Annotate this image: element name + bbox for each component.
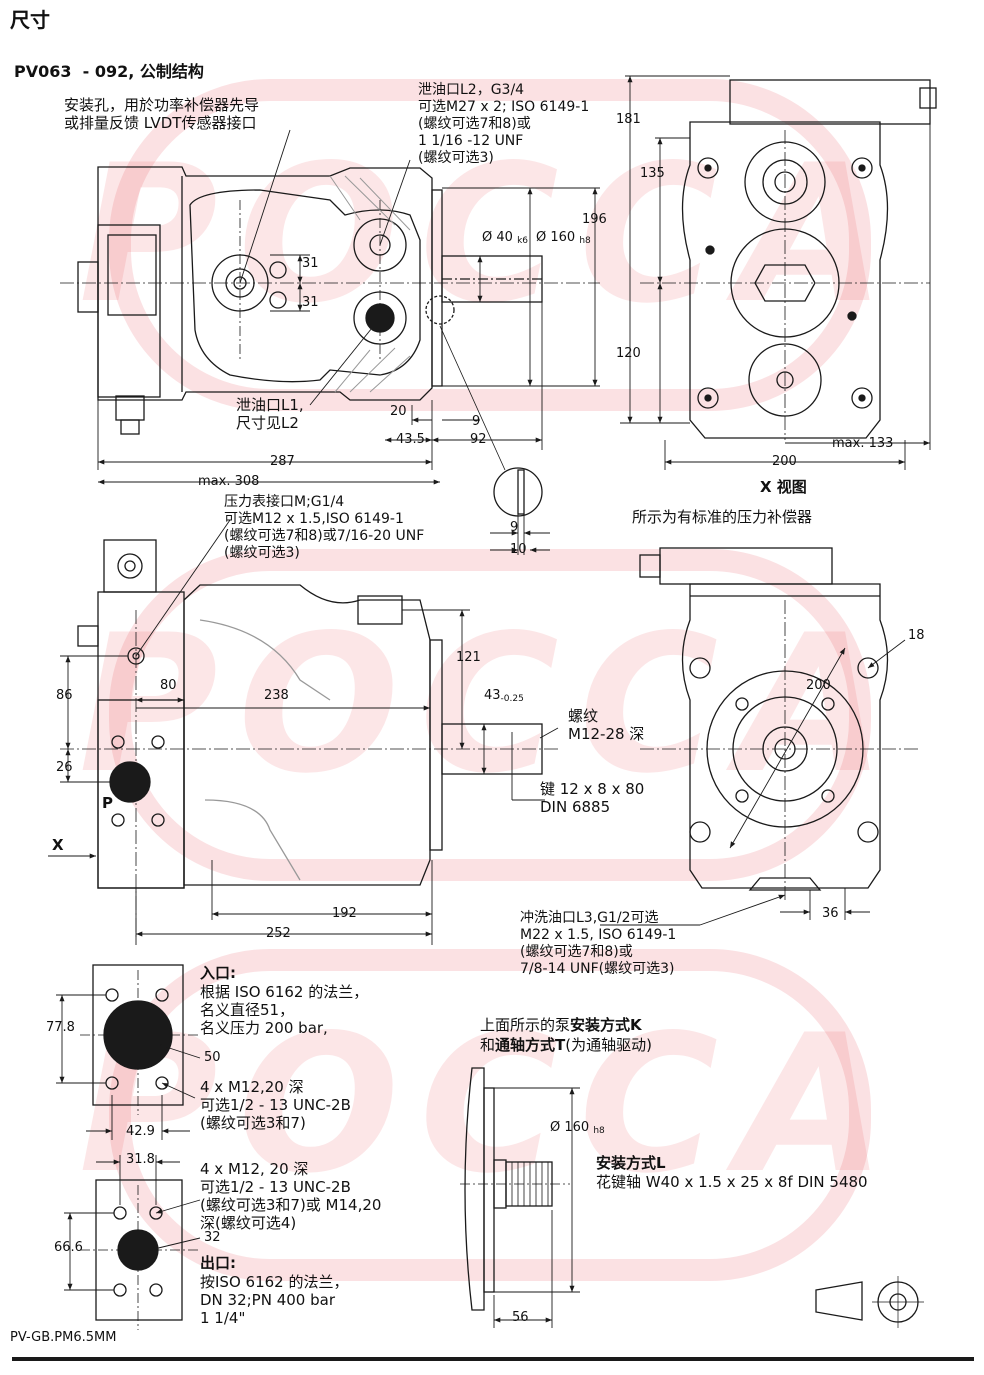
dim-77-8: 77.8: [46, 1020, 75, 1035]
model-heading: PV063 - 092, 公制结构: [14, 62, 204, 81]
outlet-description: 按ISO 6162 的法兰， DN 32;PN 400 bar 1 1/4": [200, 1273, 349, 1327]
dim-80: 80: [160, 678, 177, 693]
watermark-logo: [109, 79, 871, 1281]
pump-side-view-middle: [60, 539, 560, 940]
footer-code: PV-GB.PM6.5MM: [10, 1330, 117, 1345]
dim-9b: 9: [510, 520, 519, 535]
dim-31a: 31: [302, 256, 319, 271]
label-mount-hole: 安装孔，用於功率补偿器先导 或排量反馈 LVDT传感器接口: [64, 96, 260, 132]
dim-92: 92: [470, 432, 487, 447]
dim-31-8: 31.8: [126, 1152, 155, 1167]
dim-9: 9: [472, 414, 481, 429]
dimension-lines-spline: [493, 1087, 580, 1328]
watermark-text: POCCA: [79, 994, 906, 1215]
inlet-title: 入口:: [200, 964, 236, 982]
outlet-title: 出口:: [200, 1254, 236, 1272]
dim-66-6: 66.6: [54, 1240, 83, 1255]
outlet-bolts: 4 x M12, 20 深 可选1/2 - 13 UNC-2B (螺纹可选3和7…: [200, 1160, 382, 1232]
dim-238: 238: [264, 688, 289, 703]
label-flush-l3: 冲洗油口L3,G1/2可选 M22 x 1.5, ISO 6149-1 (螺纹可…: [520, 910, 677, 977]
dim-d160: Ø 160 h8: [536, 230, 591, 246]
label-spline-shaft: 花键轴 W40 x 1.5 x 25 x 8f DIN 5480: [596, 1173, 868, 1191]
view-x-marker: X: [52, 836, 64, 854]
dim-56: 56: [512, 1310, 529, 1325]
label-drain-l2: 泄油口L2，G3/4 可选M27 x 2; ISO 6149-1 (螺纹可选7和…: [418, 82, 590, 166]
dim-121: 121: [456, 650, 481, 665]
dim-max-133: max. 133: [832, 436, 894, 451]
label-through-drive-t: 和通轴方式T(为通轴驱动): [480, 1036, 652, 1054]
dim-d160b: Ø 160 h8: [550, 1120, 605, 1136]
dim-287: 287: [270, 454, 295, 469]
dim-42-9: 42.9: [126, 1124, 155, 1139]
dim-50: 50: [204, 1050, 221, 1065]
footer-rule: [12, 1357, 974, 1361]
dim-196: 196: [582, 212, 607, 227]
dim-200b: 200: [806, 678, 831, 693]
label-thread: 螺纹 M12-28 深: [568, 707, 645, 743]
dimension-lines-front-middle: [600, 639, 906, 926]
dim-43-5: 43.5: [396, 432, 425, 447]
dim-120: 120: [616, 346, 641, 361]
dimension-lines-middle: [48, 519, 559, 945]
dim-252: 252: [266, 926, 291, 941]
dim-20: 20: [390, 404, 407, 419]
dim-32: 32: [204, 1230, 221, 1245]
dim-26: 26: [56, 760, 73, 775]
page-title: 尺寸: [10, 8, 50, 32]
dim-36: 36: [822, 906, 839, 921]
label-mount-k: 上面所示的泵安装方式K: [480, 1016, 642, 1034]
dim-192: 192: [332, 906, 357, 921]
inlet-description: 根据 ISO 6162 的法兰， 名义直径51， 名义压力 200 bar,: [200, 983, 369, 1037]
dim-31b: 31: [302, 295, 319, 310]
dim-43: 43-0.25: [484, 688, 524, 704]
label-gauge-port-m: 压力表接口M;G1/4 可选M12 x 1.5,ISO 6149-1 (螺纹可选…: [224, 494, 425, 561]
label-std-compensator: 所示为有标准的压力补偿器: [632, 508, 813, 526]
dimension-lines-inlet: [56, 994, 201, 1140]
label-key: 键 12 x 8 x 80 DIN 6885: [540, 780, 645, 816]
pump-front-view-top: [640, 79, 937, 440]
projection-symbol-icon: [815, 1276, 924, 1328]
dim-200: 200: [772, 454, 797, 469]
dim-86: 86: [56, 688, 73, 703]
outlet-flange-drawing: [80, 1179, 200, 1330]
dim-max-308: max. 308: [198, 474, 260, 489]
dim-d40: Ø 40 k6: [482, 230, 529, 246]
dimension-lines-front-top: [620, 75, 931, 470]
inlet-bolts: 4 x M12,20 深 可选1/2 - 13 UNC-2B (螺纹可选3和7): [200, 1078, 351, 1132]
dim-135: 135: [640, 166, 665, 181]
label-mount-l: 安装方式L: [596, 1154, 666, 1172]
label-x-view: X 视图: [760, 478, 807, 496]
dim-181: 181: [616, 112, 641, 127]
dimension-lines-outlet: [64, 1155, 201, 1291]
dim-18: 18: [908, 628, 925, 643]
label-drain-l1: 泄油口L1, 尺寸见L2: [236, 396, 304, 432]
dim-10: 10: [510, 542, 527, 557]
port-p-label: P: [102, 794, 113, 812]
dimension-lines-top: [97, 129, 600, 555]
spline-shaft-drawing: [460, 1067, 570, 1311]
